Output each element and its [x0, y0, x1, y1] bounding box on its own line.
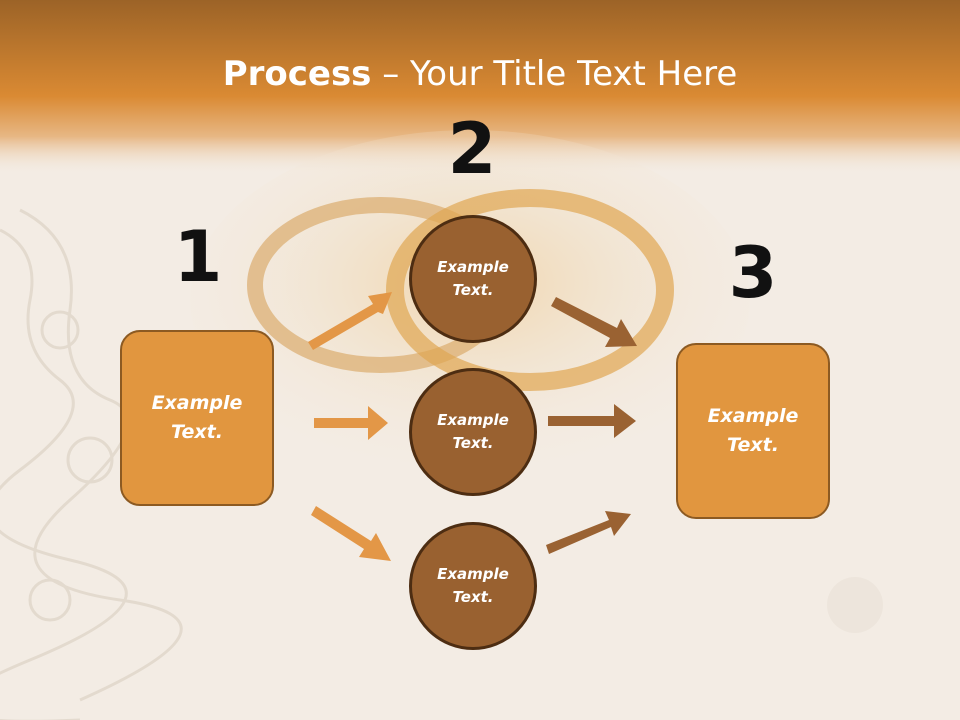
slide-title: Process – Your Title Text Here	[0, 52, 960, 96]
slide-title-bold: Process	[222, 54, 372, 94]
slide-title-rest: – Your Title Text Here	[371, 54, 738, 94]
step-number-1: 1	[173, 216, 223, 298]
ring-right-graphic	[386, 189, 674, 391]
lace-graphic	[0, 208, 183, 720]
pearl-graphic	[827, 577, 883, 633]
step-number-2: 2	[447, 108, 497, 190]
step-number-3: 3	[728, 232, 778, 314]
